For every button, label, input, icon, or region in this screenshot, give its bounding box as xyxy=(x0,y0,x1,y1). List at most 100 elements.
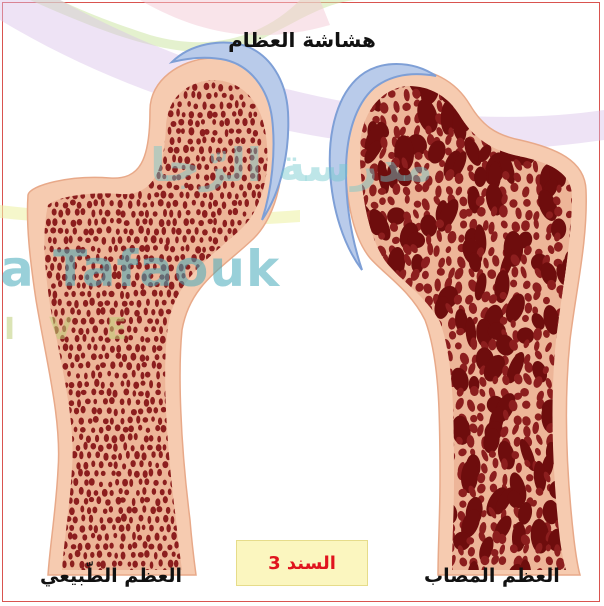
affected-pore xyxy=(498,91,509,103)
normal-pore xyxy=(128,335,133,340)
affected-pore xyxy=(380,316,387,325)
normal-pore xyxy=(120,497,126,502)
normal-pore xyxy=(181,273,185,279)
normal-pore xyxy=(76,462,80,469)
normal-pore xyxy=(107,318,111,325)
normal-pore xyxy=(34,139,38,146)
normal-pore xyxy=(136,399,141,405)
normal-pore xyxy=(240,489,245,495)
normal-pore xyxy=(245,525,249,531)
normal-pore xyxy=(33,498,37,506)
diagram-title: هشاشة العظام xyxy=(0,28,604,52)
normal-pore xyxy=(235,137,240,144)
normal-pore xyxy=(268,497,272,504)
normal-pore xyxy=(145,245,151,253)
normal-pore xyxy=(88,228,94,235)
normal-pore xyxy=(104,256,108,261)
normal-pore xyxy=(41,535,47,541)
normal-pore xyxy=(86,361,91,368)
normal-pore xyxy=(116,209,121,216)
normal-pore xyxy=(39,505,44,513)
affected-pore xyxy=(422,354,429,364)
normal-pore xyxy=(198,327,203,332)
normal-pore xyxy=(93,344,97,351)
affected-pore xyxy=(381,398,391,408)
normal-pore xyxy=(115,282,121,289)
normal-pore xyxy=(279,237,285,243)
normal-pore xyxy=(165,164,171,171)
normal-pore xyxy=(180,254,185,260)
normal-pore xyxy=(69,507,75,515)
normal-pore xyxy=(218,338,223,344)
normal-pore xyxy=(65,208,70,216)
normal-pore xyxy=(215,184,221,191)
normal-pore xyxy=(142,525,146,531)
normal-pore xyxy=(144,236,148,243)
normal-pore xyxy=(157,184,163,189)
normal-pore xyxy=(222,436,226,441)
normal-pore xyxy=(159,398,163,405)
normal-pore xyxy=(161,407,167,413)
normal-pore xyxy=(79,487,84,495)
normal-pore xyxy=(67,301,72,307)
normal-pore xyxy=(212,444,216,451)
affected-pore xyxy=(409,483,431,517)
normal-pore xyxy=(122,282,127,289)
normal-pore xyxy=(255,254,261,260)
normal-pore xyxy=(216,525,220,532)
normal-pore xyxy=(282,426,288,433)
affected-pore xyxy=(370,435,380,448)
normal-pore xyxy=(171,516,175,524)
normal-pore xyxy=(268,263,273,271)
normal-pore xyxy=(285,291,289,296)
normal-pore xyxy=(92,407,97,414)
normal-pore xyxy=(142,452,147,460)
normal-pore xyxy=(169,210,173,218)
normal-pore xyxy=(194,370,199,378)
affected-pore xyxy=(533,74,542,85)
normal-pore xyxy=(283,482,289,487)
normal-pore xyxy=(229,128,234,133)
normal-pore xyxy=(129,119,133,126)
normal-pore xyxy=(260,308,265,315)
normal-pore xyxy=(109,200,113,206)
affected-pore xyxy=(347,437,359,452)
normal-pore xyxy=(119,525,125,532)
normal-pore xyxy=(230,562,234,570)
affected-pore xyxy=(382,507,408,543)
normal-pore xyxy=(109,506,113,513)
affected-pore xyxy=(380,506,389,517)
normal-pore xyxy=(77,344,82,351)
normal-pore xyxy=(188,139,193,145)
normal-pore xyxy=(282,282,288,287)
normal-pore xyxy=(203,533,208,539)
normal-pore xyxy=(118,130,122,136)
normal-pore xyxy=(109,291,115,297)
normal-pore xyxy=(191,470,196,478)
normal-pore xyxy=(140,381,145,386)
normal-pore xyxy=(121,381,125,387)
normal-pore xyxy=(87,489,92,497)
normal-pore xyxy=(178,156,183,164)
affected-pore xyxy=(389,545,399,555)
normal-pore xyxy=(278,201,284,208)
normal-pore xyxy=(226,551,231,558)
normal-pore xyxy=(102,290,107,296)
normal-pore xyxy=(274,228,280,236)
normal-pore xyxy=(42,552,46,558)
normal-pore xyxy=(81,318,87,325)
normal-pore xyxy=(279,472,283,477)
normal-pore xyxy=(69,165,73,172)
normal-pore xyxy=(85,75,90,83)
normal-pore xyxy=(30,75,34,81)
normal-pore xyxy=(127,416,132,423)
normal-pore xyxy=(210,104,216,110)
affected-pore xyxy=(392,369,398,376)
affected-pore xyxy=(348,412,359,426)
normal-pore xyxy=(106,139,111,145)
normal-pore xyxy=(82,65,87,73)
normal-pore xyxy=(94,147,99,152)
affected-pore xyxy=(382,558,388,568)
normal-pore xyxy=(251,497,256,504)
normal-pore xyxy=(114,245,118,252)
